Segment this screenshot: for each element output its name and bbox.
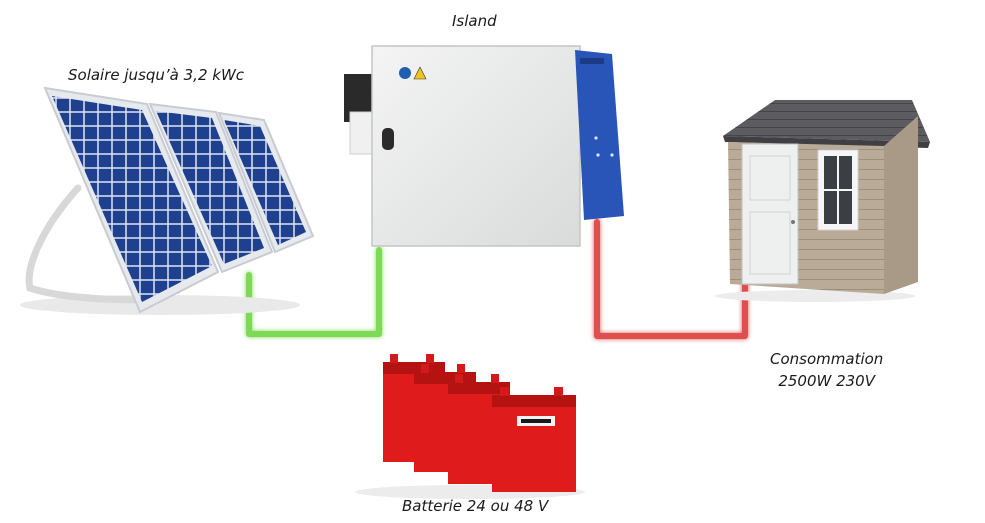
inverter-cabinet-icon: [344, 45, 624, 247]
island-label: Island: [452, 12, 497, 30]
battery-unit: [492, 387, 576, 492]
consumption-label-line2: 2500W 230V: [778, 372, 875, 390]
consumption-label-line1: Consommation: [770, 350, 884, 368]
solar-panel-icon: [20, 86, 315, 315]
shed-house-icon: [715, 100, 930, 302]
link-solar-to-island: [246, 247, 382, 337]
battery-bank-icon: [355, 354, 585, 499]
consumption-label: Consommation 2500W 230V: [770, 348, 883, 392]
link-island-to-load: [594, 219, 748, 339]
battery-label: Batterie 24 ou 48 V: [402, 497, 549, 515]
solar-label: Solaire jusqu’à 3,2 kWc: [68, 66, 245, 84]
